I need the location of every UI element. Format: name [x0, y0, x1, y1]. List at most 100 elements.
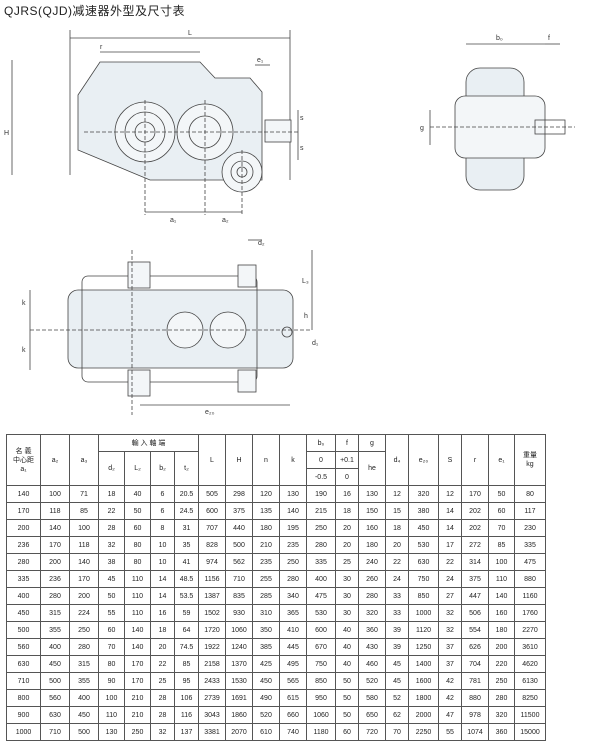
table-cell: 170	[40, 536, 70, 554]
table-cell: 974	[198, 553, 226, 571]
col-header-f: f	[335, 434, 359, 452]
table-cell: 28	[150, 706, 175, 724]
table-cell: 430	[358, 638, 386, 656]
table-cell: 117	[514, 502, 546, 520]
side-view-drawing	[429, 43, 575, 191]
col-header-k: k	[279, 434, 307, 486]
dim-label-k: k	[22, 300, 26, 307]
table-cell: 202	[461, 519, 489, 537]
table-cell: 14	[438, 519, 462, 537]
table-cell: 600	[198, 502, 226, 520]
table-cell: 22	[385, 553, 409, 571]
table-cell: 3043	[198, 706, 226, 724]
table-cell: 1180	[306, 723, 336, 741]
col-header-he: he	[358, 451, 386, 486]
table-cell: 236	[40, 570, 70, 588]
table-cell: 45	[98, 570, 125, 588]
table-cell: 14	[150, 587, 175, 605]
table-cell: 16	[335, 485, 359, 503]
table-cell: 710	[225, 570, 253, 588]
col-header-d2: d₂	[98, 451, 125, 486]
table-cell: 375	[225, 502, 253, 520]
table-cell: 140	[488, 587, 515, 605]
table-cell: 50	[335, 689, 359, 707]
table-cell: 610	[252, 723, 280, 741]
table-cell: 28	[98, 519, 125, 537]
table-cell: 707	[198, 519, 226, 537]
col-header-e20: e₂₀	[408, 434, 439, 486]
table-cell: 70	[385, 723, 409, 741]
table-cell: 50	[488, 485, 515, 503]
table-cell: 33	[385, 604, 409, 622]
table-cell: 562	[225, 553, 253, 571]
table-cell: 2433	[198, 672, 226, 690]
table-cell: 137	[174, 723, 199, 741]
table-cell: 22	[150, 655, 175, 673]
table-cell: 180	[358, 536, 386, 554]
table-cell: 1160	[514, 587, 546, 605]
table-cell: 6	[150, 502, 175, 520]
table-cell: 80	[98, 655, 125, 673]
table-cell: 38	[98, 553, 125, 571]
table-cell: 1600	[408, 672, 439, 690]
col-header-a3: a₃	[69, 434, 99, 486]
table-cell: 62	[385, 706, 409, 724]
table-cell: 14	[438, 502, 462, 520]
table-cell: 30	[335, 570, 359, 588]
table-cell: 16	[150, 604, 175, 622]
col-header-b2: b₂	[150, 451, 175, 486]
table-cell: 10	[150, 553, 175, 571]
table-cell: 2070	[225, 723, 253, 741]
table-cell: 1800	[408, 689, 439, 707]
table-cell: 30	[335, 604, 359, 622]
table-cell: 1060	[225, 621, 253, 639]
table-cell: 190	[306, 485, 336, 503]
table-cell: 447	[461, 587, 489, 605]
table-cell: 800	[6, 689, 41, 707]
table-cell: 32	[438, 604, 462, 622]
table-cell: 24.5	[174, 502, 199, 520]
table-cell: 15000	[514, 723, 546, 741]
dim-label-s-2: s	[300, 145, 304, 152]
dim-label-d2: d₂	[258, 240, 265, 247]
dim-label-f: f	[548, 35, 550, 42]
table-cell: 90	[98, 672, 125, 690]
table-cell: 170	[6, 502, 41, 520]
table-cell: 53.5	[174, 587, 199, 605]
table-cell: 1720	[198, 621, 226, 639]
table-cell: 630	[40, 706, 70, 724]
table-cell: 1400	[408, 655, 439, 673]
table-cell: 950	[306, 689, 336, 707]
table-cell: 170	[124, 655, 151, 673]
dim-label-k-2: k	[22, 347, 26, 354]
col-header-t2: t₂	[174, 451, 199, 486]
table-cell: 48.5	[174, 570, 199, 588]
table-cell: 215	[306, 502, 336, 520]
dim-label-e20: e₂₀	[205, 409, 215, 416]
table-cell: 1530	[225, 672, 253, 690]
table-cell: 410	[279, 621, 307, 639]
table-cell: 110	[124, 570, 151, 588]
table-cell: 315	[69, 655, 99, 673]
col-header-L2: L₂	[124, 451, 151, 486]
table-cell: 880	[461, 689, 489, 707]
table-cell: 500	[69, 723, 99, 741]
table-cell: 400	[6, 587, 41, 605]
table-cell: 200	[69, 587, 99, 605]
table-cell: 210	[124, 706, 151, 724]
table-cell: 520	[358, 672, 386, 690]
table-cell: 320	[408, 485, 439, 503]
table-cell: 15	[385, 502, 409, 520]
table-cell: 12	[438, 485, 462, 503]
table-cell: 880	[514, 570, 546, 588]
table-cell: 320	[488, 706, 515, 724]
table-cell: 335	[306, 553, 336, 571]
table-cell: 900	[6, 706, 41, 724]
table-cell: 445	[279, 638, 307, 656]
table-cell: 85	[69, 502, 99, 520]
table-cell: 360	[488, 723, 515, 741]
